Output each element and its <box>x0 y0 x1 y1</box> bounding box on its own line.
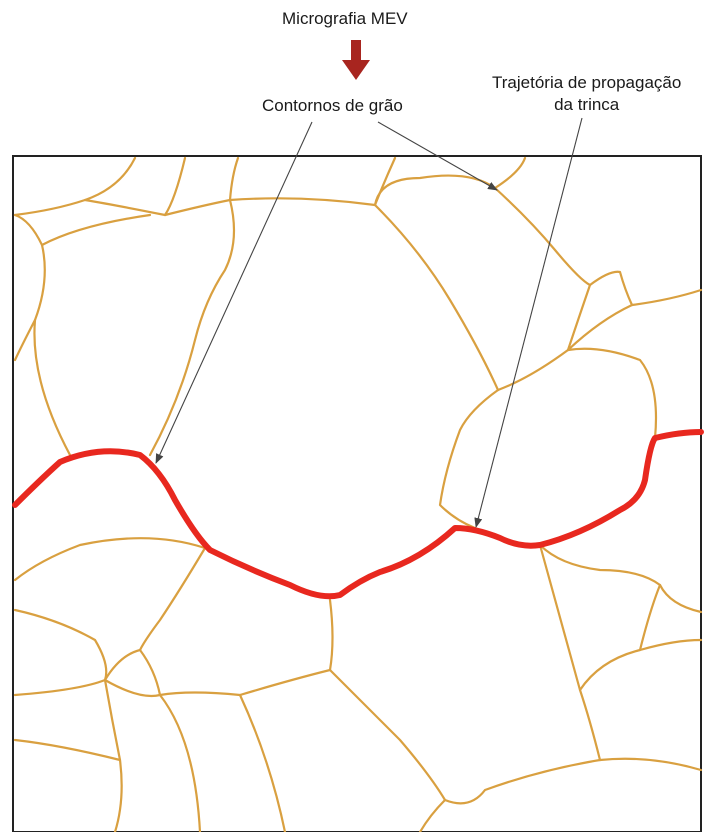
crack-path-label: Trajetória de propagação da trinca <box>492 72 681 116</box>
crack-path-leader-arrow <box>474 117 583 528</box>
leader-lines <box>155 117 583 528</box>
crack-path-label-line1: Trajetória de propagação <box>492 73 682 92</box>
crack-path-label-line2: da trinca <box>554 95 620 114</box>
crack-path <box>12 429 704 600</box>
grain-boundary-leader-arrow-2 <box>377 121 498 191</box>
sem-micrograph-label: Micrografia MEV <box>282 9 408 28</box>
down-arrow-icon <box>342 40 370 80</box>
grain-boundary-leader-arrow <box>155 121 313 464</box>
grain-boundaries-label: Contornos de grão <box>262 96 403 115</box>
micrograph-frame <box>12 155 702 832</box>
